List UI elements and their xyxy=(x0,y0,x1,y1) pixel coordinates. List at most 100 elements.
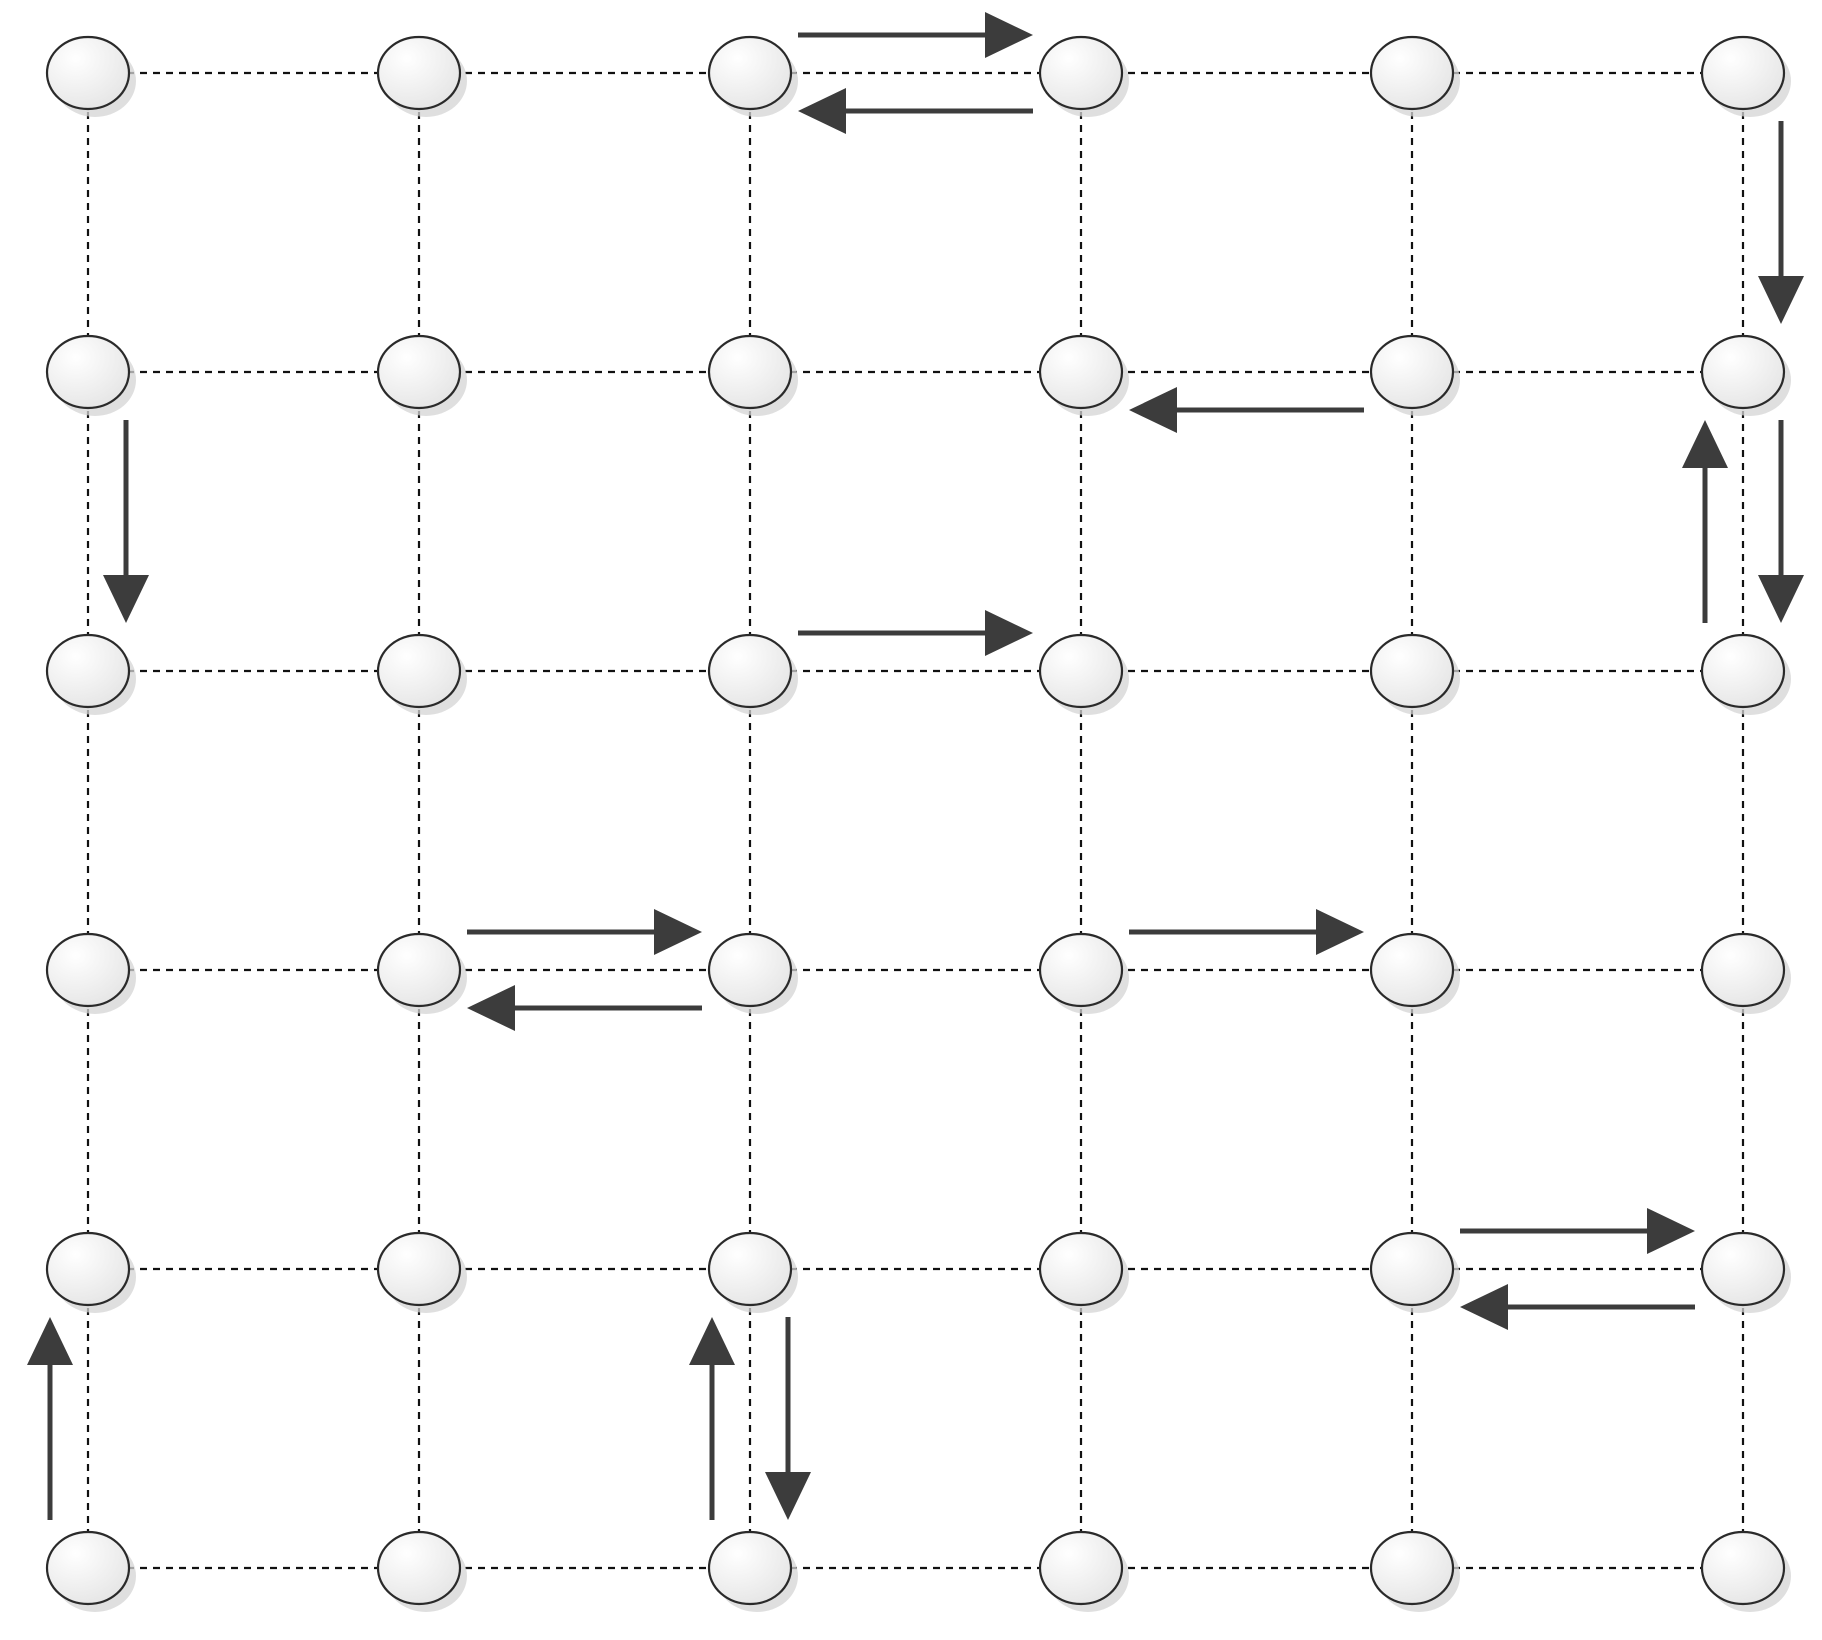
flow-arrow-8 xyxy=(467,909,702,955)
arrowhead-icon xyxy=(985,610,1033,656)
grid-node-r0-c5 xyxy=(1700,35,1791,117)
grid-node-r0-c1 xyxy=(376,35,467,117)
flow-arrow-1 xyxy=(798,88,1033,134)
node-circle xyxy=(376,1530,462,1606)
arrowhead-icon xyxy=(27,1317,73,1365)
node-circle xyxy=(45,932,131,1008)
node-circle xyxy=(376,633,462,709)
flow-arrow-13 xyxy=(27,1317,73,1520)
arrowhead-icon xyxy=(1758,276,1804,324)
grid-node-r3-c1 xyxy=(376,932,467,1014)
node-circle xyxy=(1038,1530,1124,1606)
flow-arrow-7 xyxy=(798,610,1033,656)
node-circle xyxy=(1700,633,1786,709)
node-circle xyxy=(707,1530,793,1606)
node-circle xyxy=(707,334,793,410)
node-circle xyxy=(376,1231,462,1307)
node-circle xyxy=(45,1530,131,1606)
grid-node-r0-c3 xyxy=(1038,35,1129,117)
grid-node-r5-c4 xyxy=(1369,1530,1460,1612)
flow-arrow-12 xyxy=(1460,1284,1695,1330)
node-circle xyxy=(45,633,131,709)
node-circle xyxy=(1038,35,1124,111)
grid-node-r1-c5 xyxy=(1700,334,1791,416)
flow-arrow-6 xyxy=(1758,420,1804,623)
node-circle xyxy=(707,35,793,111)
arrowhead-icon xyxy=(467,985,515,1031)
arrowhead-icon xyxy=(689,1317,735,1365)
arrowhead-icon xyxy=(985,12,1033,58)
arrowhead-icon xyxy=(1647,1208,1695,1254)
grid-node-r2-c0 xyxy=(45,633,136,715)
node-circle xyxy=(1369,633,1455,709)
node-circle xyxy=(1700,1530,1786,1606)
grid-node-r4-c4 xyxy=(1369,1231,1460,1313)
grid-node-r4-c3 xyxy=(1038,1231,1129,1313)
grid-node-r2-c3 xyxy=(1038,633,1129,715)
grid-node-r1-c3 xyxy=(1038,334,1129,416)
flow-arrow-3 xyxy=(1129,387,1364,433)
grid-node-r3-c3 xyxy=(1038,932,1129,1014)
grid-node-r4-c1 xyxy=(376,1231,467,1313)
node-circle xyxy=(1038,334,1124,410)
grid-node-r5-c0 xyxy=(45,1530,136,1612)
grid-node-r2-c4 xyxy=(1369,633,1460,715)
node-circle xyxy=(376,932,462,1008)
arrowhead-icon xyxy=(1129,387,1177,433)
grid-node-r1-c1 xyxy=(376,334,467,416)
arrowhead-icon xyxy=(103,575,149,623)
node-circle xyxy=(707,1231,793,1307)
flow-arrows xyxy=(27,12,1804,1520)
grid-node-r4-c5 xyxy=(1700,1231,1791,1313)
grid-node-r5-c2 xyxy=(707,1530,798,1612)
arrowhead-icon xyxy=(1460,1284,1508,1330)
grid-node-r4-c0 xyxy=(45,1231,136,1313)
node-circle xyxy=(1369,334,1455,410)
node-circle xyxy=(376,35,462,111)
arrowhead-icon xyxy=(1758,575,1804,623)
grid-node-r3-c5 xyxy=(1700,932,1791,1014)
grid-node-r0-c4 xyxy=(1369,35,1460,117)
node-circle xyxy=(1700,334,1786,410)
grid-node-r1-c2 xyxy=(707,334,798,416)
arrowhead-icon xyxy=(765,1472,811,1520)
grid-node-r4-c2 xyxy=(707,1231,798,1313)
grid-node-r1-c4 xyxy=(1369,334,1460,416)
grid-node-r2-c2 xyxy=(707,633,798,715)
node-circle xyxy=(707,633,793,709)
flow-arrow-2 xyxy=(1758,121,1804,324)
node-circle xyxy=(1038,932,1124,1008)
flow-arrow-15 xyxy=(765,1317,811,1520)
grid-node-r5-c3 xyxy=(1038,1530,1129,1612)
grid-node-r2-c1 xyxy=(376,633,467,715)
grid-node-r0-c2 xyxy=(707,35,798,117)
node-circle xyxy=(45,334,131,410)
node-circle xyxy=(1700,35,1786,111)
flow-arrow-11 xyxy=(1460,1208,1695,1254)
flow-arrow-9 xyxy=(467,985,702,1031)
node-circle xyxy=(1038,633,1124,709)
grid-nodes xyxy=(45,35,1791,1612)
grid-lines xyxy=(86,71,1745,1570)
arrowhead-icon xyxy=(654,909,702,955)
node-circle xyxy=(1369,35,1455,111)
node-circle xyxy=(45,35,131,111)
node-circle xyxy=(1369,1530,1455,1606)
node-circle xyxy=(707,932,793,1008)
grid-node-r2-c5 xyxy=(1700,633,1791,715)
arrowhead-icon xyxy=(798,88,846,134)
grid-node-r5-c5 xyxy=(1700,1530,1791,1612)
grid-node-r0-c0 xyxy=(45,35,136,117)
grid-node-r1-c0 xyxy=(45,334,136,416)
grid-node-r5-c1 xyxy=(376,1530,467,1612)
node-circle xyxy=(1369,932,1455,1008)
grid-node-r3-c0 xyxy=(45,932,136,1014)
flow-arrow-14 xyxy=(689,1317,735,1520)
grid-node-r3-c2 xyxy=(707,932,798,1014)
grid-node-r3-c4 xyxy=(1369,932,1460,1014)
flow-arrow-4 xyxy=(103,420,149,623)
node-circle xyxy=(1038,1231,1124,1307)
node-circle xyxy=(1369,1231,1455,1307)
arrowhead-icon xyxy=(1682,420,1728,468)
